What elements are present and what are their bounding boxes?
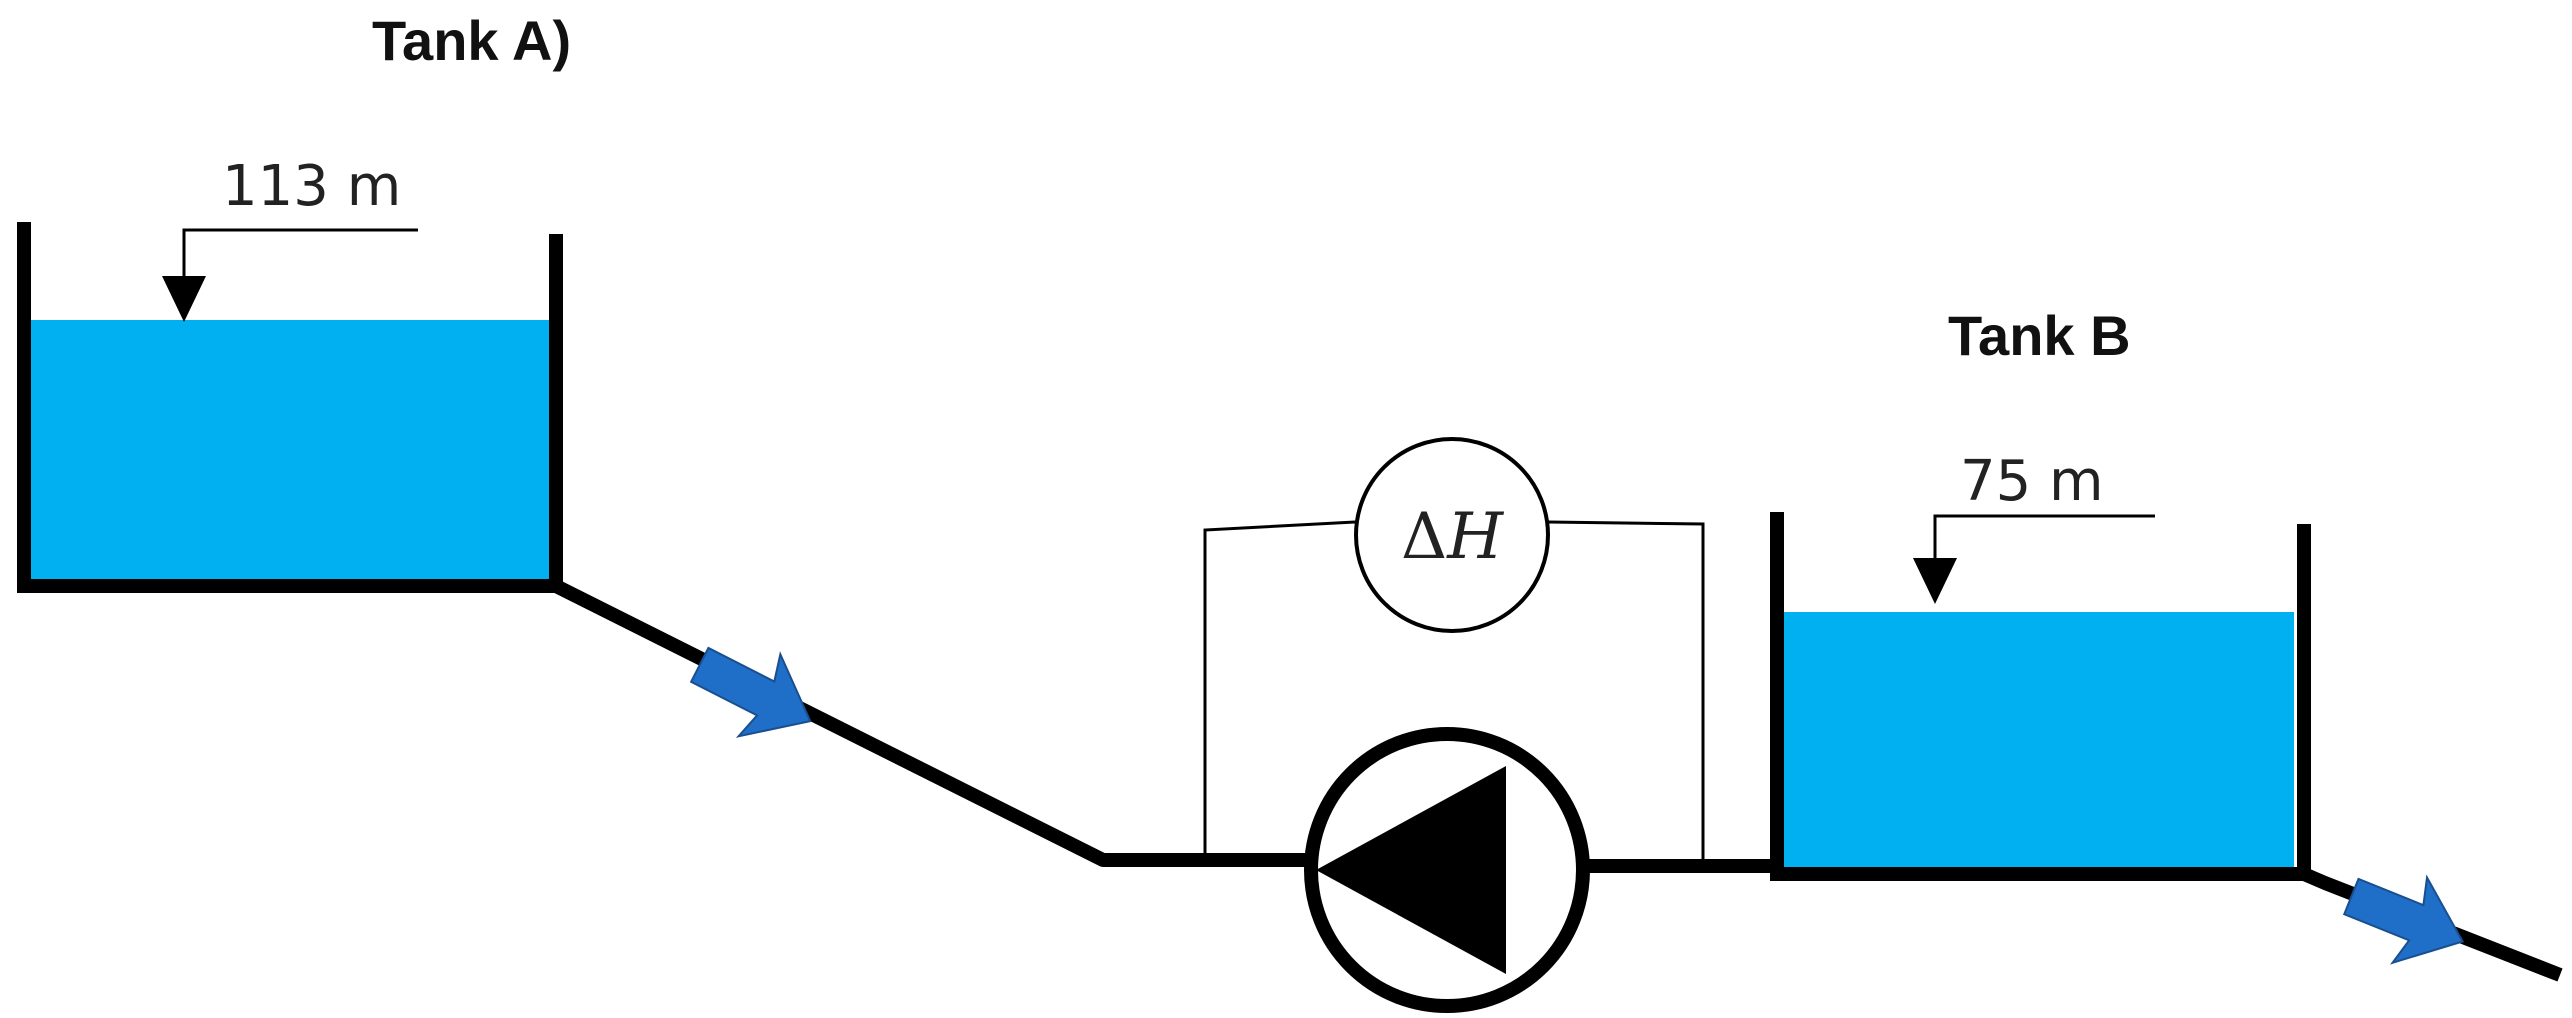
tank-b-water: [1782, 612, 2294, 869]
flow-arrow-icon: [689, 646, 812, 738]
level-marker-arrow-icon: [162, 276, 206, 322]
tank-b-title: Tank B: [1948, 304, 2131, 367]
tank-a-level-marker: [162, 228, 418, 322]
tank-b-level-marker: [1913, 514, 2155, 604]
differential-head-meter: ΔH: [1203, 437, 1705, 862]
pipe-tank-b-outlet: [2301, 867, 2563, 982]
tank-a-title: Tank A): [372, 9, 571, 72]
flow-arrow-icon: [2342, 874, 2465, 965]
tank-b-level-label: 75 m: [1960, 449, 2104, 514]
level-marker-arrow-icon: [1913, 558, 1957, 604]
tank-b: Tank B 75 m: [1770, 304, 2311, 881]
tank-a-walls: [17, 222, 563, 593]
tank-b-walls: [1770, 512, 2311, 881]
delta-h-label: ΔH: [1401, 500, 1504, 574]
tank-a: Tank A) 113 m: [17, 9, 571, 593]
tank-a-level-label: 113 m: [222, 154, 401, 219]
delta-h-gauge: [1354, 437, 1550, 633]
pipe-tank-a-to-pump: [552, 579, 1310, 867]
pump-icon: [1304, 727, 1590, 1013]
tank-a-water: [31, 320, 552, 580]
